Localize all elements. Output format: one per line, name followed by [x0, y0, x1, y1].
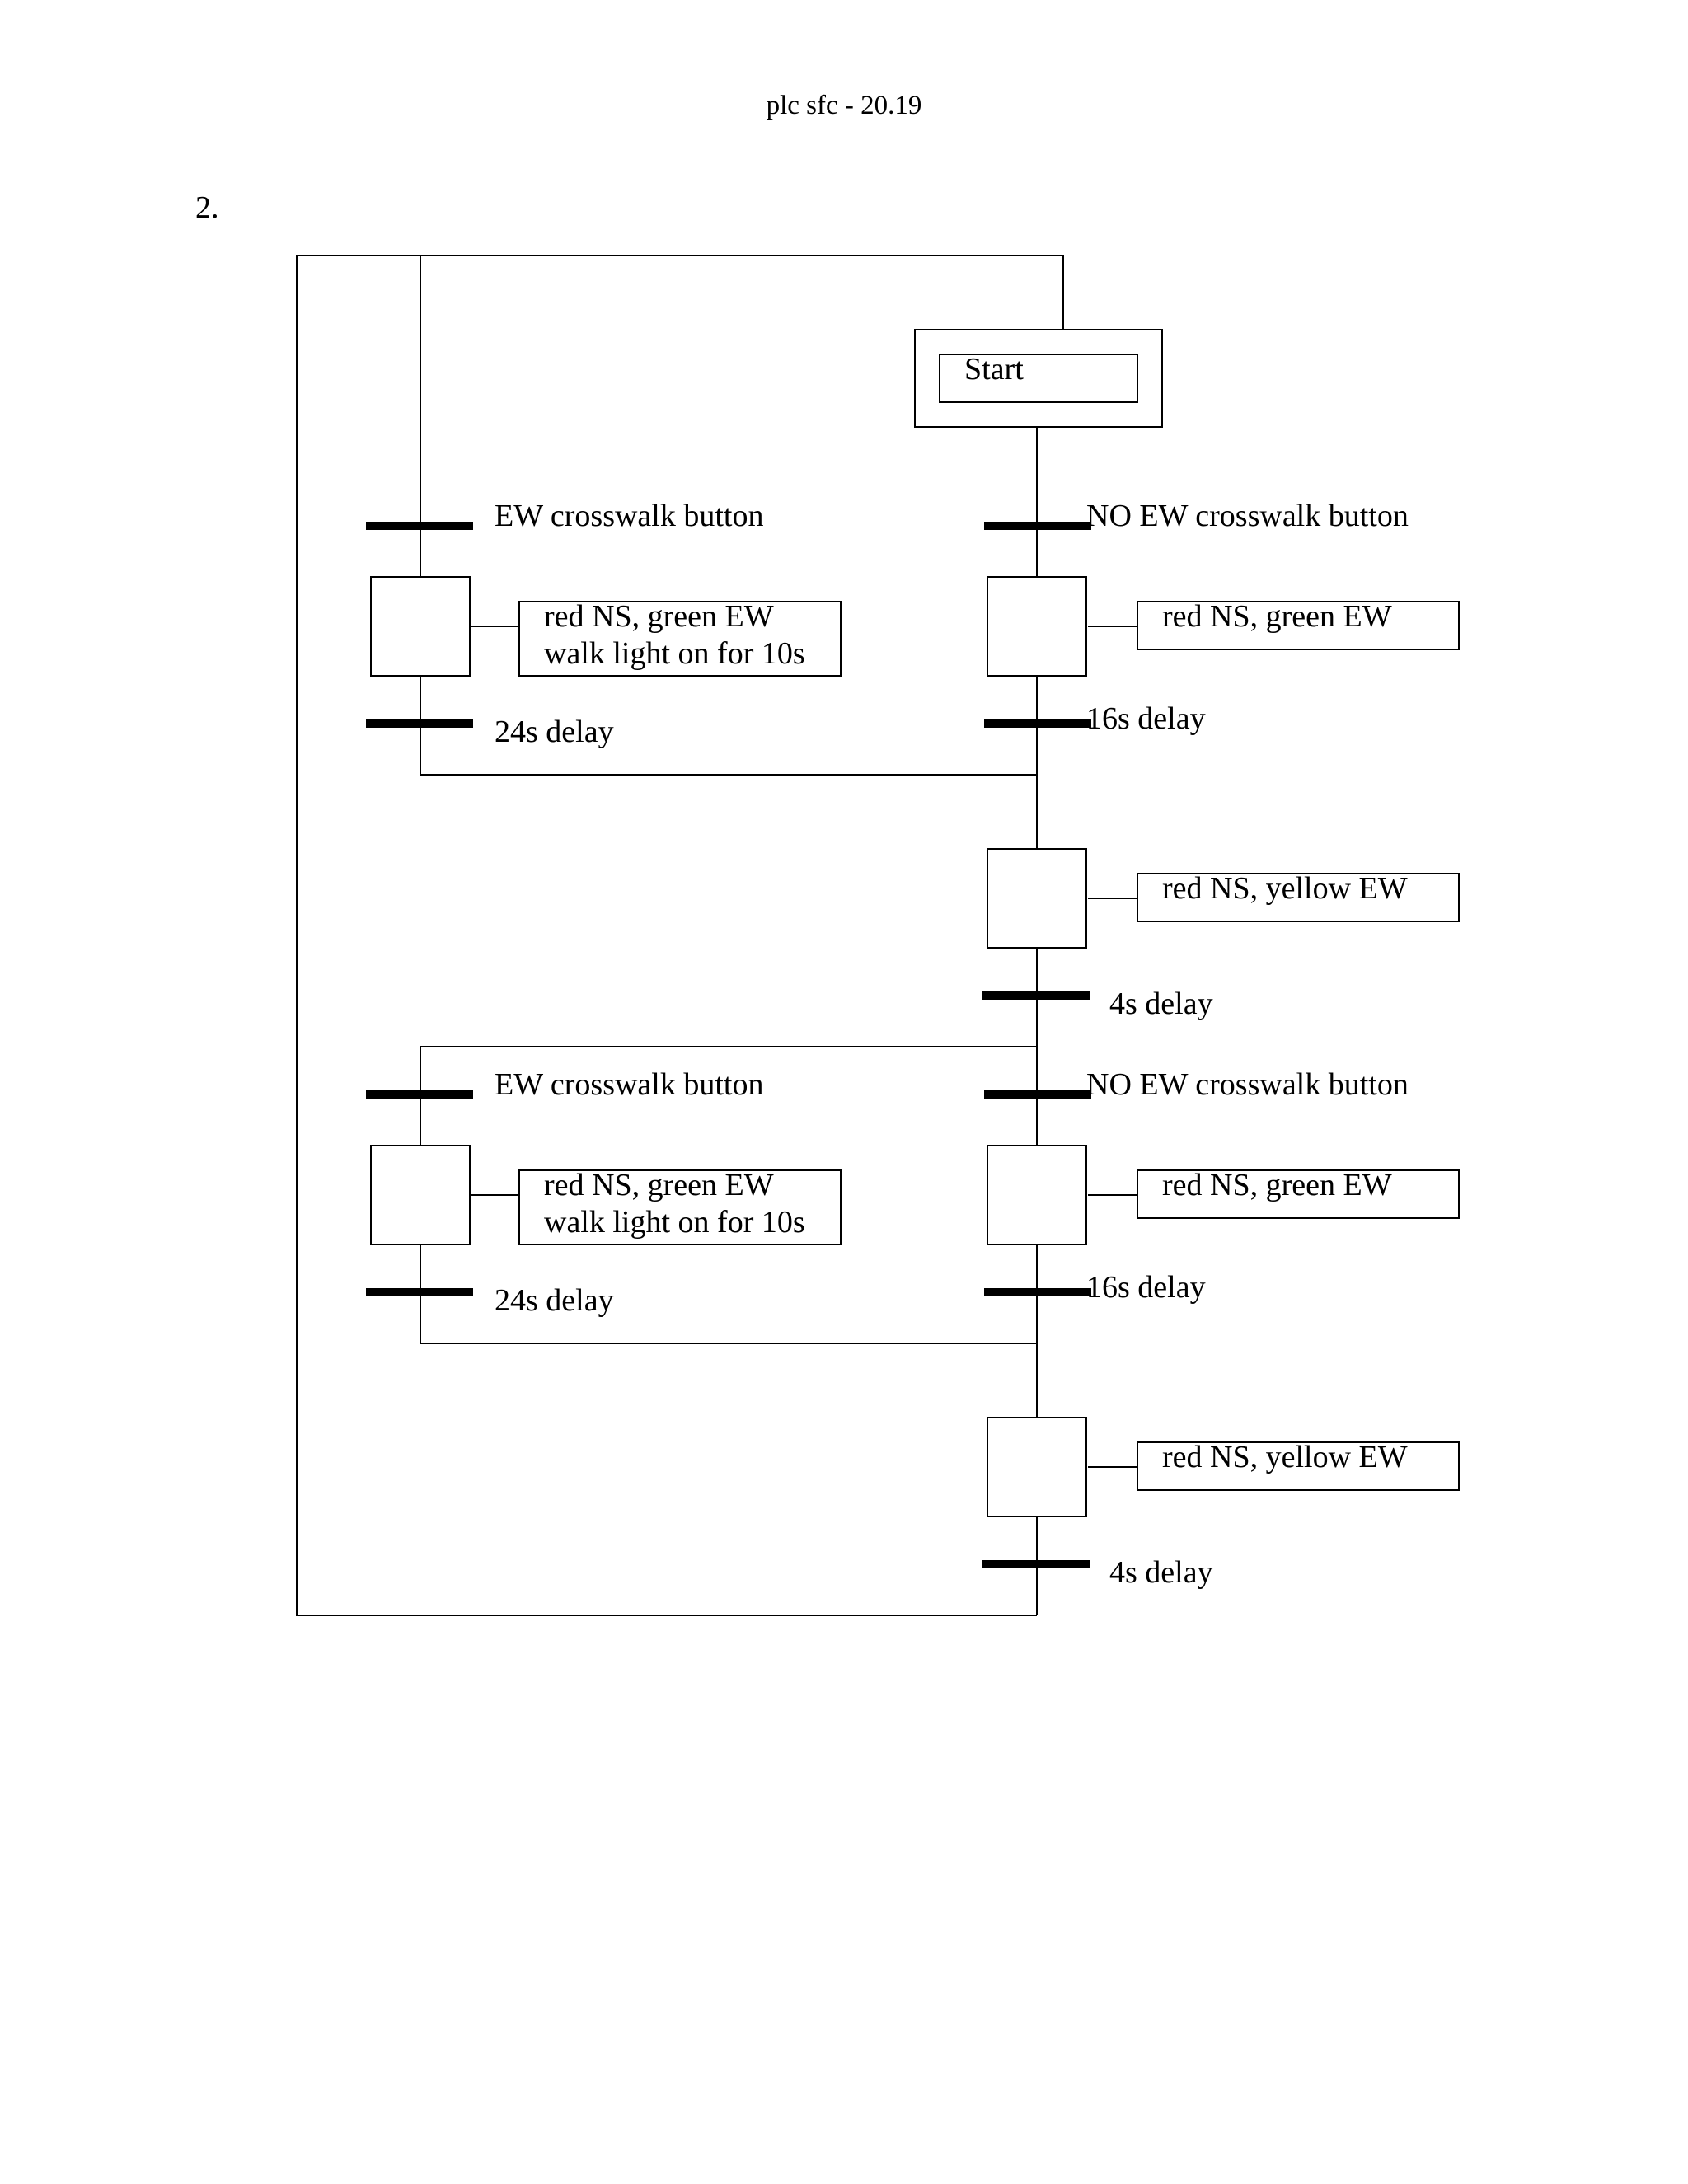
transition-condition: EW crosswalk button — [495, 499, 763, 533]
action-text: red NS, green EW — [1162, 599, 1392, 634]
transition-condition: 24s delay — [495, 1283, 614, 1318]
action-box — [518, 601, 842, 677]
action-box — [1137, 1169, 1460, 1219]
step-box — [987, 1417, 1087, 1517]
start-step-label: Start — [964, 352, 1024, 387]
transition-condition: 16s delay — [1086, 701, 1206, 736]
step-box — [370, 576, 471, 677]
action-text: walk light on for 10s — [544, 1205, 805, 1240]
action-box — [518, 1169, 842, 1245]
action-text: red NS, green EW — [544, 1168, 774, 1202]
action-box — [1137, 1441, 1460, 1491]
action-text: red NS, yellow EW — [1162, 871, 1408, 906]
page-header: plc sfc - 20.19 — [766, 91, 922, 120]
problem-number: 2. — [195, 190, 219, 225]
transition-condition: 16s delay — [1086, 1270, 1206, 1305]
action-text: red NS, yellow EW — [1162, 1440, 1408, 1474]
transition-condition: NO EW crosswalk button — [1086, 499, 1409, 533]
step-box — [987, 576, 1087, 677]
action-text: walk light on for 10s — [544, 636, 805, 671]
loop-return-line — [296, 255, 1064, 1616]
step-box — [370, 1145, 471, 1245]
transition-condition: 4s delay — [1109, 1555, 1213, 1590]
transition-condition: NO EW crosswalk button — [1086, 1067, 1409, 1102]
action-box — [1137, 873, 1460, 922]
start-step-inner — [939, 354, 1138, 403]
action-text: red NS, green EW — [1162, 1168, 1392, 1202]
action-box — [1137, 601, 1460, 650]
action-text: red NS, green EW — [544, 599, 774, 634]
transition-condition: 24s delay — [495, 715, 614, 749]
transition-condition: 4s delay — [1109, 987, 1213, 1021]
step-box — [987, 848, 1087, 949]
transition-condition: EW crosswalk button — [495, 1067, 763, 1102]
step-box — [987, 1145, 1087, 1245]
